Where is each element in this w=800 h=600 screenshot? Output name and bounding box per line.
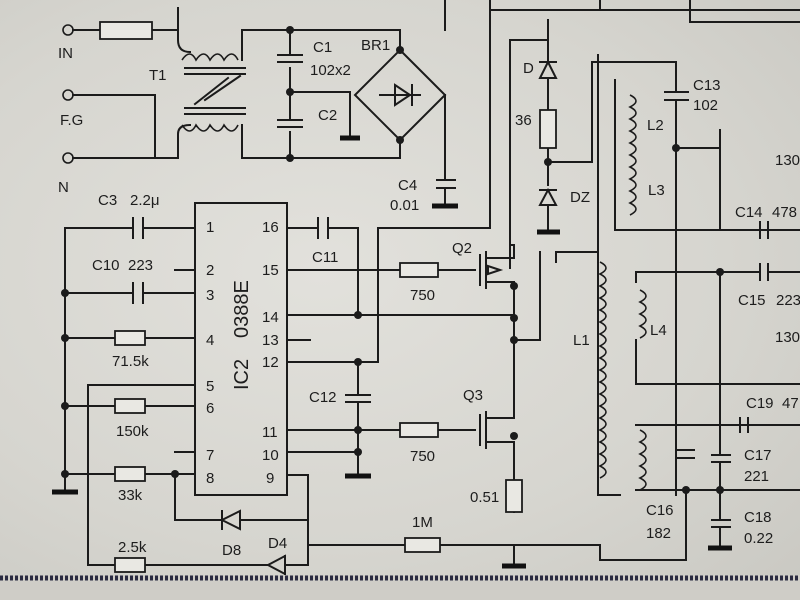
label-c12: C12 xyxy=(309,389,337,406)
label-l1: L1 xyxy=(573,332,590,349)
label-c18-value: 0.22 xyxy=(744,530,773,547)
bridge-rectifier-br1 xyxy=(353,46,458,209)
terminal-n xyxy=(62,152,74,164)
resistor-0-51 xyxy=(505,479,523,513)
terminal-in xyxy=(62,24,74,36)
label-c16-value: 182 xyxy=(646,525,671,542)
terminal-fg xyxy=(62,89,74,101)
output-section: C13 102 L2 L3 L4 130k 130 C14 478 C15 22… xyxy=(439,54,800,561)
label-150k: 150k xyxy=(116,423,149,440)
label-d: D xyxy=(523,60,534,77)
pin-12: 12 xyxy=(262,354,279,371)
label-fg: F.G xyxy=(60,112,83,129)
fuse xyxy=(99,21,153,40)
label-71-5k: 71.5k xyxy=(112,353,149,370)
label-c1: C1 xyxy=(313,39,332,56)
label-l2: L2 xyxy=(647,117,664,134)
label-c14: C14 xyxy=(735,204,763,221)
label-c19-value: 47 xyxy=(782,395,799,412)
pin-11: 11 xyxy=(262,424,278,441)
label-c17: C17 xyxy=(744,447,772,464)
pin-14: 14 xyxy=(262,309,279,326)
label-c17-value: 221 xyxy=(744,468,769,485)
label-c10: C10 xyxy=(92,257,120,274)
pin-3: 3 xyxy=(206,287,214,304)
label-t1: T1 xyxy=(149,67,167,84)
pin-15: 15 xyxy=(262,262,279,279)
ic-right-network: C11 C12 750 750 1M xyxy=(286,217,515,553)
label-c4-value: 0.01 xyxy=(390,197,419,214)
label-c2: C2 xyxy=(318,107,337,124)
ic-left-network: C3 2.2μ C10 223 71.5k 150k 33k 2.5k D8 D… xyxy=(52,192,309,576)
resistor-33k xyxy=(114,466,146,482)
label-2-5k: 2.5k xyxy=(118,539,147,556)
label-33k: 33k xyxy=(118,487,143,504)
label-c16: C16 xyxy=(646,502,674,519)
resistor-2-5k xyxy=(114,557,146,573)
label-q3: Q3 xyxy=(463,387,483,404)
resistor-150k xyxy=(114,398,146,414)
mosfet-q3: Q3 xyxy=(439,317,515,481)
transformer-t1 xyxy=(177,29,291,159)
label-c18: C18 xyxy=(744,509,772,526)
label-c13-value: 102 xyxy=(693,97,718,114)
pin-10: 10 xyxy=(262,447,279,464)
pin-1: 1 xyxy=(206,219,214,236)
ic2-chip: IC2 0388E 1 2 3 4 5 6 7 8 9 10 11 12 13 … xyxy=(194,202,288,496)
inductor-l1: L1 xyxy=(513,251,607,496)
label-n: N xyxy=(58,179,69,196)
label-0-51: 0.51 xyxy=(470,489,499,506)
label-d8: D8 xyxy=(222,542,241,559)
pin-2: 2 xyxy=(206,262,214,279)
pin-7: 7 xyxy=(206,447,214,464)
ic2-part-number: 0388E xyxy=(231,280,253,338)
label-dz: DZ xyxy=(570,189,590,206)
label-in: IN xyxy=(58,45,73,62)
label-d4: D4 xyxy=(268,535,287,552)
ic2-name: IC2 xyxy=(231,359,253,390)
pin-13: 13 xyxy=(262,332,279,349)
label-130k: 130k xyxy=(775,152,800,169)
label-c1-value: 102x2 xyxy=(310,62,351,79)
pin-8: 8 xyxy=(206,470,214,487)
label-c3-value: 2.2μ xyxy=(130,192,160,209)
label-l4: L4 xyxy=(650,322,667,339)
label-c15-value: 223 xyxy=(776,292,800,309)
label-c4: C4 xyxy=(398,177,417,194)
pin-9: 9 xyxy=(266,470,274,487)
pin-16: 16 xyxy=(262,219,279,236)
pin-5: 5 xyxy=(206,378,214,395)
label-c3: C3 xyxy=(98,192,117,209)
label-c10-value: 223 xyxy=(128,257,153,274)
resistor-36 xyxy=(539,109,557,149)
resistor-1m xyxy=(404,537,441,553)
label-1m: 1M xyxy=(412,514,433,531)
resistor-750-upper xyxy=(399,262,439,278)
label-750-lower: 750 xyxy=(410,448,435,465)
label-c14-value: 478 xyxy=(772,204,797,221)
label-c11: C11 xyxy=(312,249,338,266)
label-750-upper: 750 xyxy=(410,287,435,304)
label-l3: L3 xyxy=(648,182,665,199)
resistor-750-lower xyxy=(399,422,439,438)
input-section: C1 102x2 C2 BR1 T1 C4 0.01 IN F.G N xyxy=(58,7,458,214)
label-130: 130 xyxy=(775,329,800,346)
label-br1: BR1 xyxy=(361,37,390,54)
label-c13: C13 xyxy=(693,77,721,94)
label-c19: C19 xyxy=(746,395,774,412)
label-c15: C15 xyxy=(738,292,766,309)
pin-4: 4 xyxy=(206,332,214,349)
mosfet-q2: Q2 xyxy=(439,240,515,319)
zener-branch: D 36 DZ xyxy=(509,19,641,235)
pin-6: 6 xyxy=(206,400,214,417)
resistor-71-5k xyxy=(114,330,146,346)
label-36: 36 xyxy=(515,112,532,129)
label-q2: Q2 xyxy=(452,240,472,257)
